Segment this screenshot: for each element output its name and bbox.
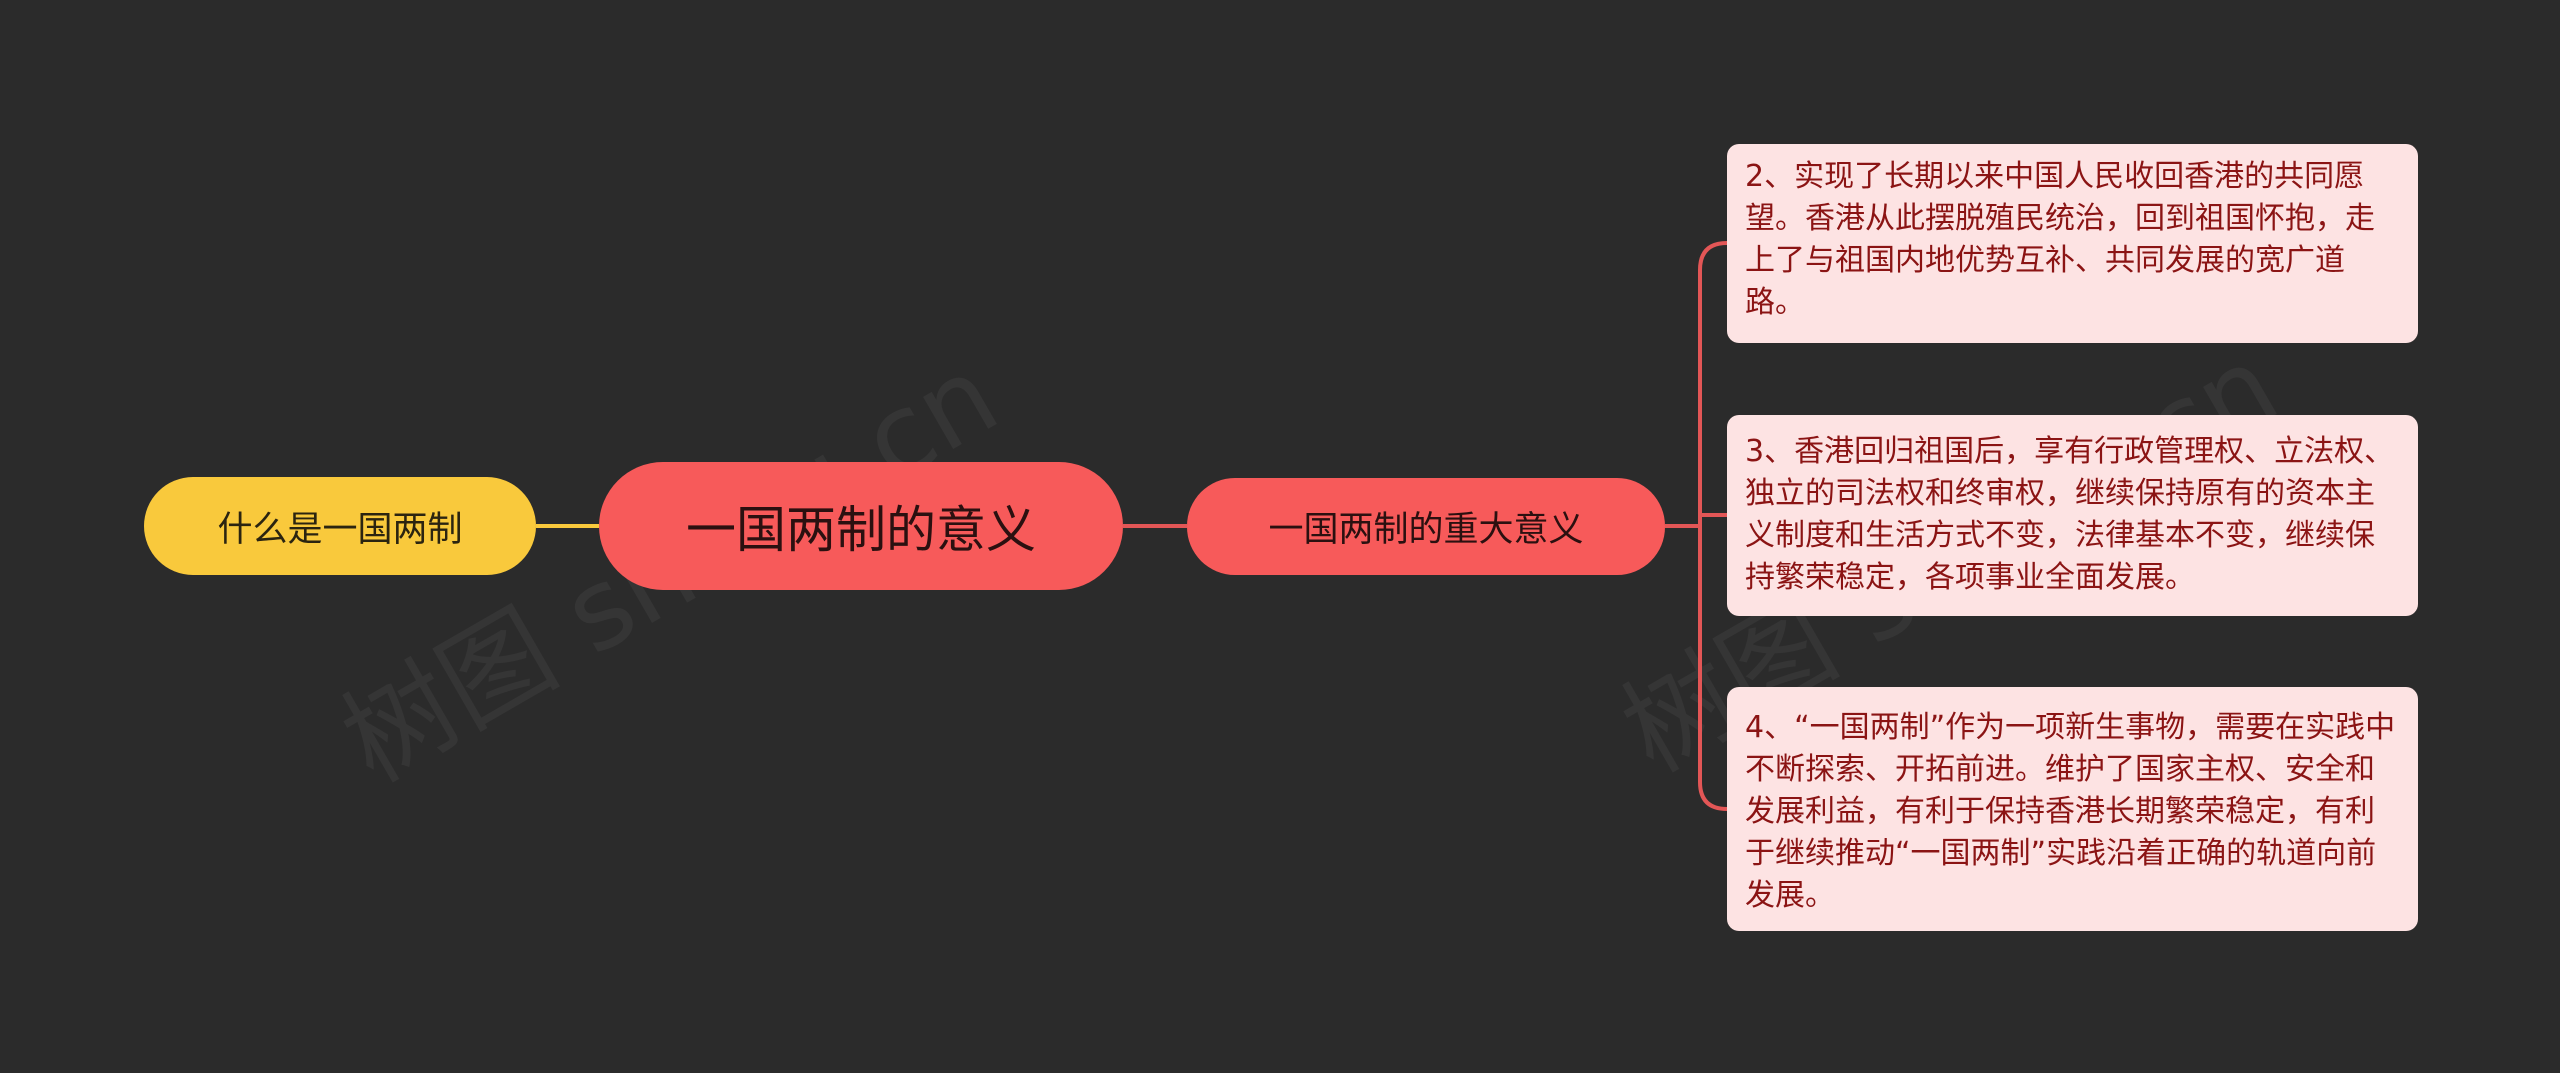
topic-node-what-is[interactable]: 什么是一国两制: [144, 477, 536, 575]
connector-leaf-3: [1698, 526, 1728, 811]
leaf-node[interactable]: 3、香港回归祖国后，享有行政管理权、立法权、独立的司法权和终审权，继续保持原有的…: [1727, 415, 2418, 616]
subtopic-node-significance[interactable]: 一国两制的重大意义: [1187, 478, 1665, 575]
root-topic-node[interactable]: 一国两制的意义: [599, 462, 1123, 590]
connector-leaf-1: [1698, 241, 1728, 526]
leaf-node[interactable]: 4、“一国两制”作为一项新生事物，需要在实践中不断探索、开拓前进。维护了国家主权…: [1727, 687, 2418, 931]
connector-leaf-2: [1698, 513, 1727, 526]
leaf-node[interactable]: 2、实现了长期以来中国人民收回香港的共同愿望。香港从此摆脱殖民统治，回到祖国怀抱…: [1727, 144, 2418, 343]
